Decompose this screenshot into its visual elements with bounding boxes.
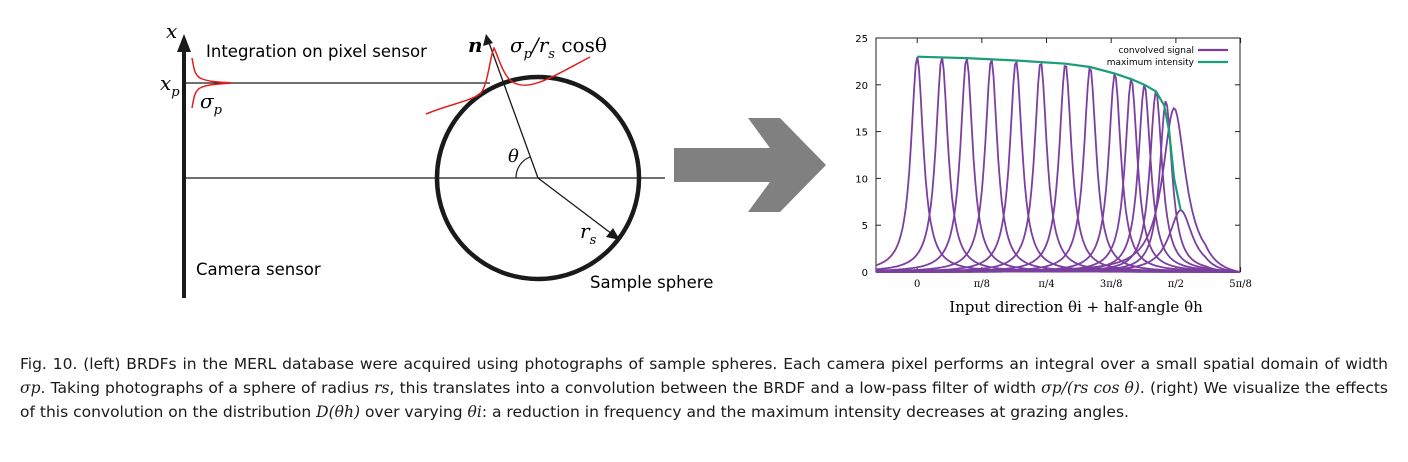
caption-filter-expr: σp/(rs cos θ): [1041, 379, 1140, 397]
caption-theta-i: θi: [467, 403, 482, 421]
y-tick-label: 15: [855, 128, 868, 139]
theta-arc: [515, 156, 531, 179]
chart-plot-layer: 0 5 10 15 20 25 0 π/8 π/4 3π/8 π/2 5π/8 convolved si…: [855, 34, 1252, 290]
convolved-signal-curve: [876, 106, 1241, 273]
caption-text-6: : a reduction in frequency and the maxim…: [481, 403, 1129, 421]
radius-line: [537, 177, 613, 235]
legend-label: maximum intensity: [1107, 58, 1195, 68]
camera-sensor-label: Camera sensor: [196, 260, 321, 279]
sample-sphere-label: Sample sphere: [590, 273, 713, 292]
arrow-shape: [674, 118, 826, 212]
axis-arrow-head: [177, 34, 191, 52]
filter-gaussian-curve: [425, 46, 591, 115]
caption-text-3: , this translates into a convolution bet…: [389, 379, 1042, 397]
caption-text-1: (left) BRDFs in the MERL database were a…: [77, 355, 1389, 373]
normal-line: [487, 39, 539, 179]
theta-label: θ: [508, 146, 519, 167]
y-tick-label: 25: [855, 34, 868, 45]
caption-prefix: Fig. 10.: [20, 355, 78, 373]
chart-xlabel: Input direction θi + half-angle θh: [949, 298, 1203, 316]
y-tick-label: 5: [862, 221, 868, 232]
normal-arrow-head: [483, 34, 493, 46]
x-tick-label: 3π/8: [1100, 279, 1123, 290]
caption-text-2: . Taking photographs of a sphere of radi…: [40, 379, 375, 397]
caption-d-expr: D(θh): [316, 403, 361, 421]
convolution-chart: 0 5 10 15 20 25 0 π/8 π/4 3π/8 π/2 5π/8 convolved si…: [855, 34, 1252, 316]
legend-label: convolved signal: [1118, 46, 1194, 56]
convolved-signal-curve: [876, 209, 1241, 273]
caption-sigma-p: σp: [20, 379, 41, 397]
normal-n-label: n: [468, 33, 483, 57]
caption-text-4: . (right) We visualize the effects of th…: [20, 379, 1388, 421]
x-tick-label: π/4: [1038, 279, 1054, 290]
x-tick-label: 0: [914, 279, 920, 290]
sample-sphere: [434, 74, 642, 282]
rs-label: rs: [580, 219, 597, 248]
maximum-intensity-curve: [917, 55, 1182, 211]
x-tick-label: π/8: [974, 279, 990, 290]
y-tick-label: 0: [862, 268, 868, 279]
radius-arrow-head: [606, 228, 620, 240]
convolved-signal-curve: [876, 91, 1241, 273]
caption-r-s: rs: [374, 379, 390, 397]
x-tick-label: π/2: [1168, 279, 1184, 290]
sensor-gaussian-curve: [191, 57, 233, 109]
sigma-p-label: σp: [200, 89, 223, 118]
transition-arrow: [674, 118, 826, 212]
y-tick-label: 10: [855, 174, 868, 185]
convolved-signal-curve: [876, 100, 1241, 273]
integration-label: Integration on pixel sensor: [206, 42, 427, 61]
xp-label: xp: [160, 71, 180, 100]
filter-width-label: σp/rs cosθ: [510, 33, 607, 62]
x-tick-label: 5π/8: [1229, 279, 1252, 290]
measurement-setup-diagram: x xp σp Integration on pixel sensor Came…: [160, 19, 713, 298]
caption-text-5: over varying: [360, 403, 468, 421]
y-tick-label: 20: [855, 81, 868, 92]
axis-x-label: x: [166, 19, 177, 43]
figure-caption: Fig. 10. (left) BRDFs in the MERL databa…: [20, 352, 1388, 424]
